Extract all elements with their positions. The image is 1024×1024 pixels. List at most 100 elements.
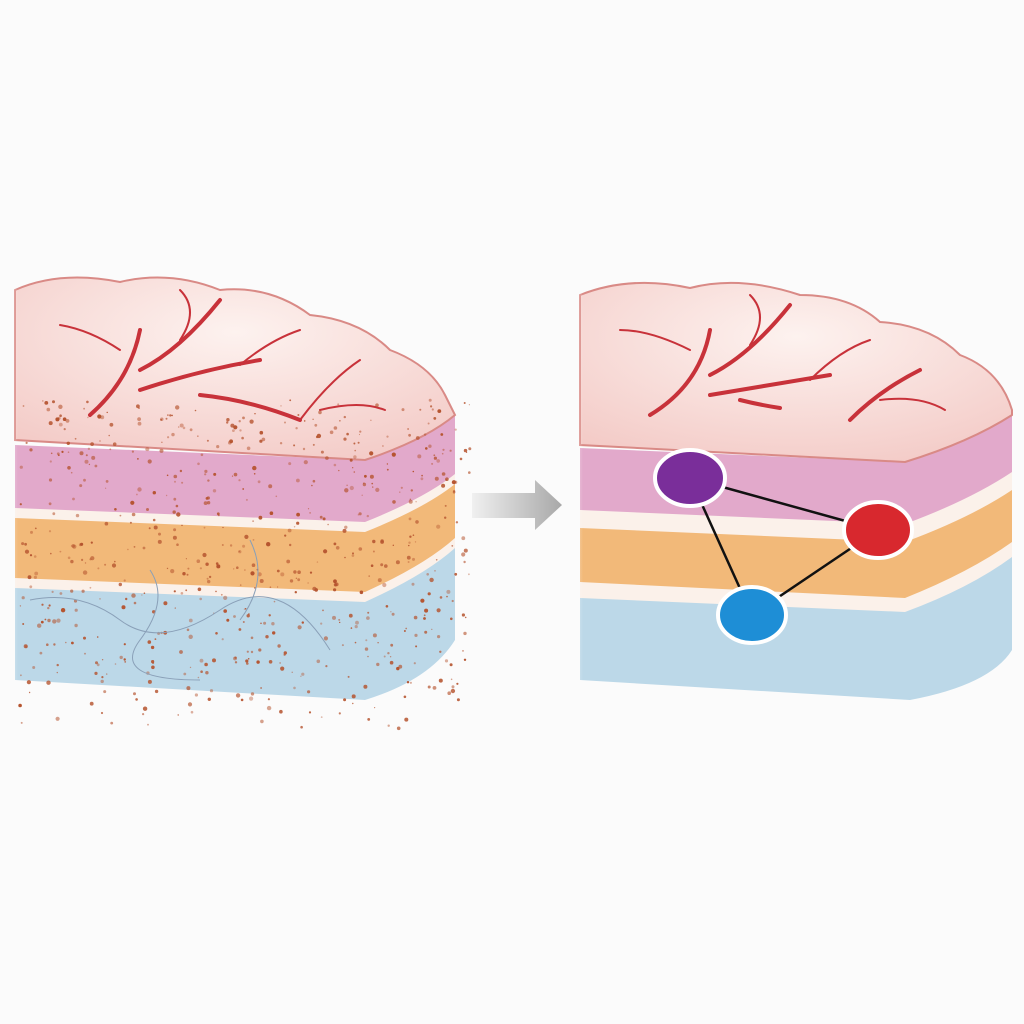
debris-particle — [233, 615, 236, 618]
debris-particle — [351, 694, 356, 699]
debris-particle — [307, 690, 311, 694]
debris-particle — [171, 414, 173, 417]
debris-particle — [466, 451, 468, 453]
debris-particle — [461, 536, 466, 541]
debris-particle — [247, 658, 250, 660]
purple-node — [653, 448, 727, 508]
debris-particle — [389, 660, 394, 665]
debris-particle — [385, 605, 389, 608]
debris-particle — [338, 618, 341, 621]
debris-particle — [301, 621, 304, 624]
debris-particle — [407, 561, 410, 563]
debris-particle — [257, 480, 261, 484]
debris-particle — [307, 508, 310, 510]
debris-particle — [461, 613, 465, 617]
debris-particle — [232, 429, 235, 432]
debris-particle — [268, 614, 271, 617]
debris-particle — [333, 583, 338, 587]
debris-particle — [297, 625, 302, 630]
debris-particle — [238, 420, 241, 423]
debris-particle — [444, 659, 449, 663]
debris-particle — [438, 678, 443, 683]
debris-particle — [346, 484, 348, 486]
debris-particle — [230, 423, 235, 428]
debris-particle — [245, 498, 248, 501]
debris-particle — [233, 472, 238, 477]
debris-particle — [159, 448, 164, 453]
debris-particle — [267, 698, 270, 701]
debris-particle — [295, 427, 298, 430]
debris-particle — [333, 463, 337, 467]
debris-particle — [352, 552, 354, 555]
debris-particle — [204, 469, 208, 473]
debris-particle — [432, 686, 437, 690]
debris-particle — [296, 521, 300, 525]
debris-particle — [415, 520, 419, 524]
debris-particle — [369, 451, 374, 456]
debris-particle — [318, 410, 322, 415]
debris-particle — [269, 511, 274, 515]
debris-particle — [246, 446, 251, 451]
debris-particle — [243, 608, 245, 610]
blue-node — [716, 585, 788, 645]
debris-particle — [468, 404, 470, 406]
debris-particle — [249, 696, 254, 701]
debris-particle — [286, 559, 291, 564]
debris-particle — [382, 445, 384, 447]
debris-particle — [188, 618, 193, 623]
debris-particle — [463, 560, 466, 564]
debris-particle — [289, 399, 292, 402]
debris-particle — [291, 671, 293, 673]
debris-particle — [372, 633, 377, 638]
debris-particle — [377, 642, 379, 644]
debris-particle — [170, 569, 175, 574]
debris-particle — [386, 468, 389, 471]
debris-particle — [392, 500, 396, 504]
debris-particle — [459, 457, 463, 461]
debris-particle — [197, 435, 199, 437]
debris-particle — [175, 405, 180, 410]
debris-particle — [258, 648, 262, 652]
debris-particle — [279, 442, 283, 445]
debris-particle — [158, 532, 161, 536]
arrow-right-icon — [472, 480, 562, 530]
debris-particle — [316, 433, 322, 439]
debris-particle — [357, 441, 360, 444]
debris-particle — [365, 639, 368, 642]
debris-particle — [256, 660, 260, 664]
debris-particle — [428, 398, 432, 402]
debris-particle — [163, 601, 168, 606]
debris-particle — [431, 628, 433, 630]
debris-particle — [312, 418, 314, 420]
debris-particle — [415, 645, 418, 648]
debris-particle — [203, 501, 208, 505]
debris-particle — [196, 559, 201, 563]
debris-particle — [275, 495, 278, 498]
debris-particle — [355, 620, 359, 625]
debris-particle — [269, 586, 272, 588]
debris-particle — [173, 590, 176, 593]
debris-particle — [363, 482, 365, 484]
debris-particle — [152, 491, 156, 495]
debris-particle — [186, 628, 190, 632]
debris-particle — [426, 573, 430, 576]
debris-particle — [344, 556, 346, 559]
debris-particle — [368, 575, 371, 577]
debris-particle — [153, 525, 158, 530]
debris-particle — [177, 426, 180, 428]
debris-particle — [343, 698, 347, 702]
debris-particle — [206, 439, 209, 442]
debris-particle — [455, 521, 459, 524]
debris-particle — [441, 452, 444, 455]
debris-particle — [154, 638, 157, 640]
debris-particle — [157, 539, 162, 544]
debris-particle — [332, 615, 336, 620]
debris-particle — [249, 419, 254, 424]
debris-particle — [450, 678, 453, 681]
debris-particle — [176, 543, 179, 546]
debris-particle — [250, 692, 255, 696]
debris-particle — [238, 479, 241, 482]
debris-particle — [390, 643, 394, 647]
debris-particle — [433, 456, 437, 460]
